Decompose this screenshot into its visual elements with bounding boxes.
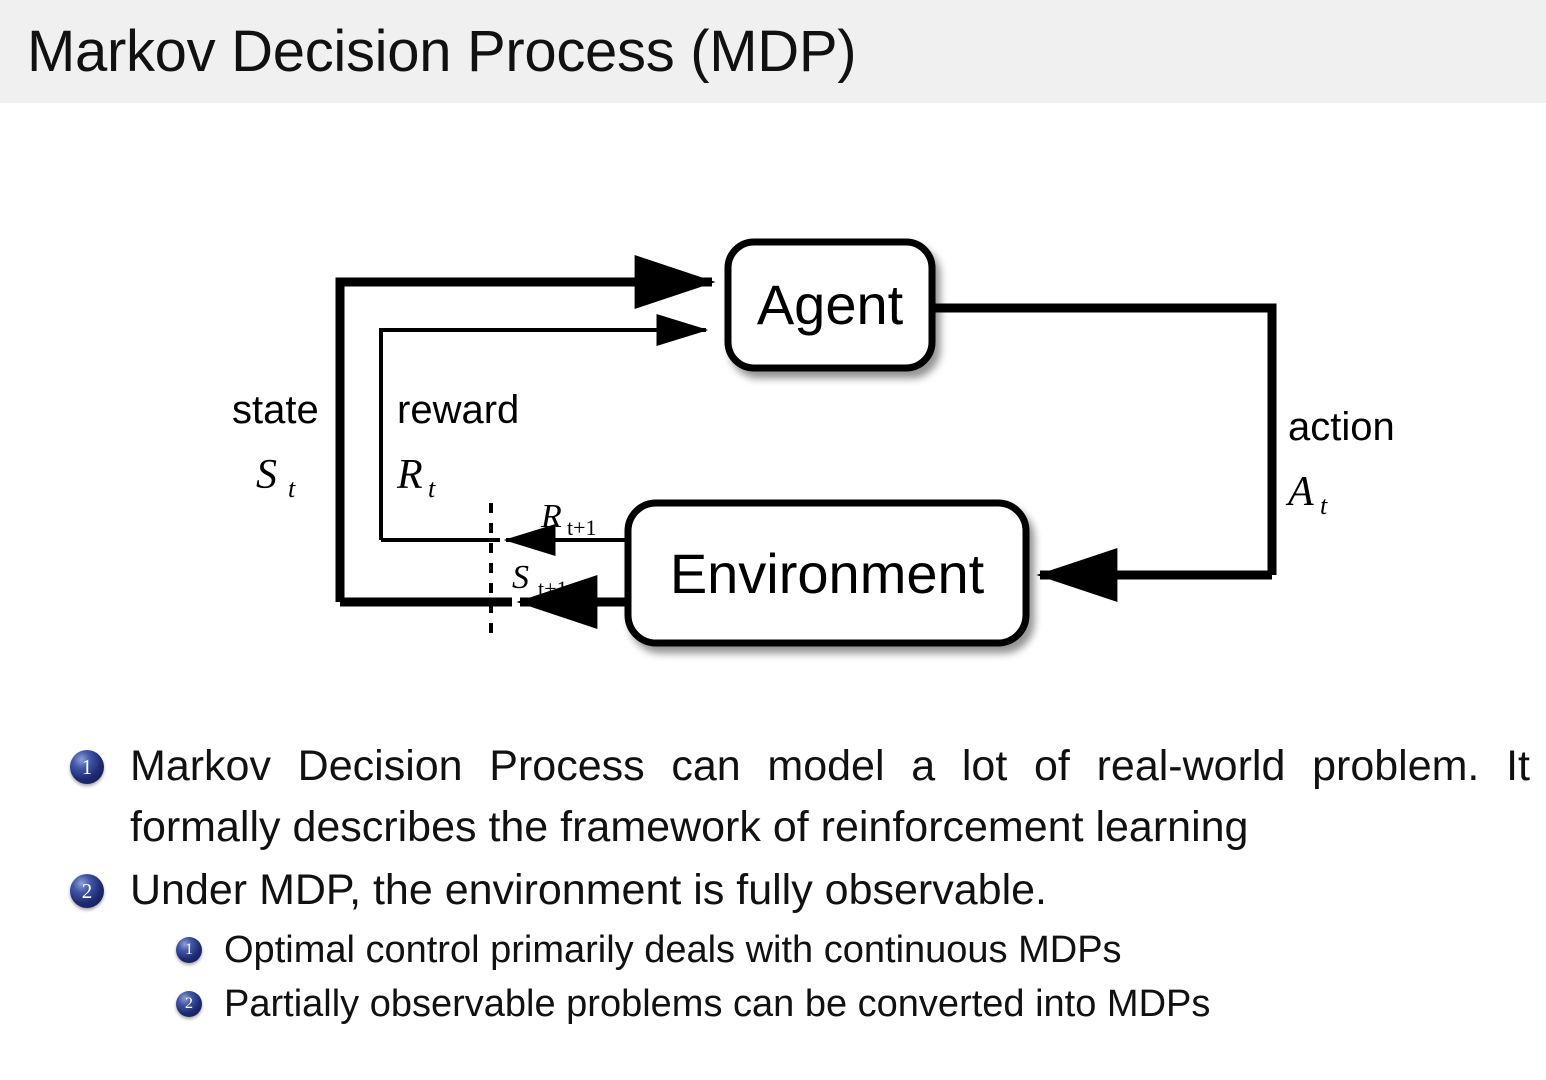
- slide-header-band: Markov Decision Process (MDP): [0, 0, 1546, 103]
- diagram-connectors: [335, 255, 1277, 638]
- state-next-subscript: t+1: [538, 576, 568, 601]
- sub-bullet-marker-1: 1: [176, 937, 202, 963]
- bullet-text-1: Markov Decision Process can model a lot …: [130, 742, 1530, 851]
- state-next-symbol: S: [512, 559, 529, 596]
- reward-label-symbol: R: [396, 452, 423, 498]
- action-loop-path: [932, 303, 1277, 575]
- environment-box-label: Environment: [670, 542, 985, 605]
- state-label-word: state: [232, 388, 319, 432]
- bullet-text-2: Under MDP, the environment is fully obse…: [130, 866, 1047, 914]
- state-label-subscript: t: [288, 474, 296, 503]
- state-loop-path: [335, 255, 716, 602]
- list-item: 1 Optimal control primarily deals with c…: [0, 923, 1546, 977]
- action-label-symbol: A: [1285, 469, 1314, 515]
- list-item: 2 Partially observable problems can be c…: [0, 977, 1546, 1031]
- action-label-word: action: [1288, 405, 1395, 449]
- environment-box: Environment: [624, 499, 1030, 647]
- list-item: 2 Under MDP, the environment is fully ob…: [0, 860, 1546, 921]
- sub-bullet-text-2: Partially observable problems can be con…: [224, 983, 1211, 1025]
- page-title: Markov Decision Process (MDP): [27, 19, 857, 84]
- bullet-marker-1: 1: [70, 750, 104, 784]
- reward-loop-path: [379, 314, 709, 540]
- bullet-marker-2: 2: [70, 874, 104, 908]
- agent-environment-diagram: Agent Environment state S t reward R t a…: [0, 103, 1546, 713]
- state-label-symbol: S: [256, 452, 277, 498]
- sub-bullet-text-1: Optimal control primarily deals with con…: [224, 929, 1122, 971]
- agent-box: Agent: [724, 238, 936, 372]
- agent-box-label: Agent: [757, 273, 904, 336]
- reward-next-symbol: R: [540, 498, 562, 535]
- sub-bullet-marker-2: 2: [176, 991, 202, 1017]
- reward-label-subscript: t: [428, 474, 436, 503]
- action-label-subscript: t: [1320, 491, 1328, 520]
- reward-next-subscript: t+1: [567, 515, 597, 540]
- list-item: 1 Markov Decision Process can model a lo…: [0, 736, 1546, 858]
- diagram-labels: state S t reward R t action A t R t+1 S …: [232, 388, 1395, 601]
- reward-label-word: reward: [397, 388, 519, 432]
- bullet-list: 1 Markov Decision Process can model a lo…: [0, 736, 1546, 1031]
